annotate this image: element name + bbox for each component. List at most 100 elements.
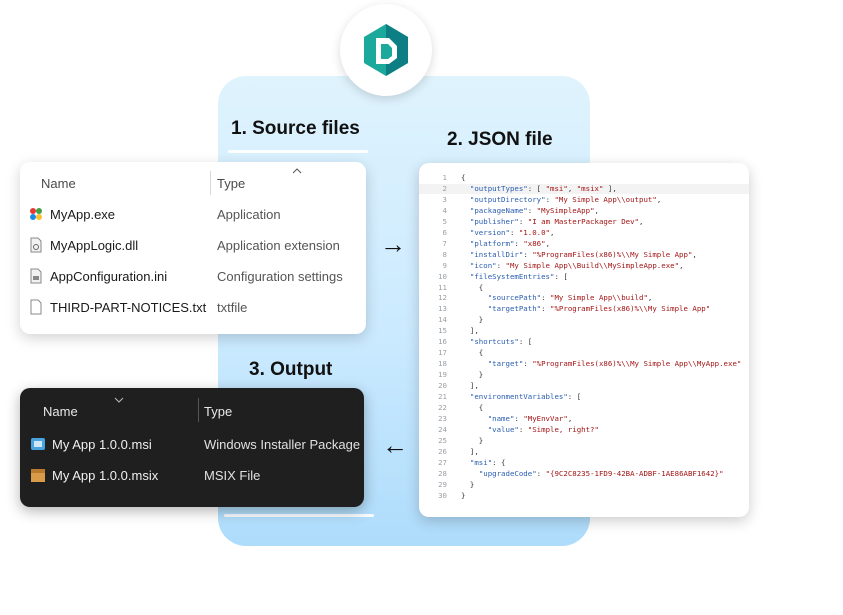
- line-number: 2: [442, 183, 447, 193]
- line-number: 21: [438, 392, 447, 401]
- column-separator[interactable]: [198, 398, 199, 422]
- code-line: 21 "environmentVariables": [: [419, 392, 749, 402]
- code-line: 3 "outputDirectory": "My Simple App\\out…: [419, 195, 749, 205]
- file-row[interactable]: AppConfiguration.ini Configuration setti…: [20, 263, 366, 289]
- code-text: "value": "Simple, right?": [487, 424, 599, 434]
- code-line: 5 "publisher": "I am MasterPackager Dev"…: [419, 217, 749, 227]
- line-number: 25: [438, 435, 447, 445]
- underline-decoration: [228, 150, 368, 153]
- line-number: 11: [438, 282, 447, 292]
- code-line: 12 "sourcePath": "My Simple App\\build",: [419, 293, 749, 303]
- arrow-left-icon: ←: [382, 430, 408, 460]
- line-number: 15: [438, 326, 447, 336]
- line-number: 12: [438, 293, 447, 303]
- code-line: 28 "upgradeCode": "{9C2C8235-1FD9-42BA-A…: [419, 469, 749, 479]
- code-line: 18 "target": "%ProgramFiles(x86)%\\My Si…: [419, 359, 749, 369]
- code-text: }: [461, 479, 475, 489]
- line-number: 3: [442, 194, 447, 204]
- file-row[interactable]: MyAppLogic.dll Application extension: [20, 232, 366, 258]
- line-number: 10: [438, 271, 447, 281]
- logo-icon: [364, 24, 408, 76]
- code-line: 2 "outputTypes": [ "msi", "msix" ],: [419, 183, 749, 195]
- file-type: Configuration settings: [217, 268, 343, 284]
- code-line: 23 "name": "MyEnvVar",: [419, 414, 749, 424]
- line-number: 16: [438, 337, 447, 347]
- code-text: "platform": "x86",: [469, 238, 551, 248]
- column-header-type[interactable]: Type: [204, 404, 233, 419]
- column-separator[interactable]: [210, 171, 211, 195]
- line-number: 18: [438, 359, 447, 369]
- txt-icon: [28, 299, 44, 315]
- exe-icon: [28, 206, 44, 222]
- code-text: "environmentVariables": [: [469, 392, 582, 401]
- line-number: 1: [442, 173, 447, 182]
- arrow-right-icon: →: [380, 229, 406, 259]
- code-text: ],: [461, 326, 479, 336]
- code-line: 25 }: [419, 436, 749, 446]
- column-header-type[interactable]: Type: [217, 176, 246, 191]
- code-line: 22 {: [419, 403, 749, 413]
- code-line: 11 {: [419, 283, 749, 293]
- line-number: 13: [438, 304, 447, 314]
- code-text: }: [461, 315, 484, 325]
- file-row[interactable]: THIRD-PART-NOTICES.txt txtfile: [20, 294, 366, 320]
- code-text: ],: [461, 446, 479, 456]
- file-name: AppConfiguration.ini: [50, 268, 168, 284]
- code-line: 14 }: [419, 315, 749, 325]
- code-line: 27 "msi": {: [419, 458, 749, 468]
- file-type: MSIX File: [204, 467, 261, 483]
- line-number: 5: [442, 216, 447, 226]
- file-type: Application: [217, 206, 281, 222]
- line-number: 20: [438, 381, 447, 391]
- line-number: 14: [438, 315, 447, 325]
- code-text: "icon": "My Simple App\\Build\\MySimpleA…: [469, 260, 684, 270]
- column-header-name[interactable]: Name: [43, 404, 78, 419]
- line-number: 29: [438, 479, 447, 489]
- line-number: 24: [438, 424, 447, 434]
- dll-icon: [28, 237, 44, 253]
- line-number: 19: [438, 370, 447, 380]
- line-number: 30: [438, 490, 447, 500]
- code-line: 29 }: [419, 480, 749, 490]
- line-number: 23: [438, 413, 447, 423]
- source-files-explorer: Name Type MyApp.exe Application MyAppLog…: [20, 162, 366, 334]
- file-type: Application extension: [217, 237, 340, 253]
- code-text: {: [461, 348, 484, 358]
- line-number: 22: [438, 402, 447, 412]
- code-text: }: [461, 490, 466, 500]
- code-text: "packageName": "MySimpleApp",: [469, 205, 599, 215]
- file-name: My App 1.0.0.msix: [52, 467, 159, 483]
- code-text: "shortcuts": [: [469, 337, 533, 347]
- code-text: {: [461, 173, 466, 182]
- code-text: }: [461, 370, 484, 380]
- code-line: 26 ],: [419, 447, 749, 457]
- code-text: "installDir": "%ProgramFiles(x86)%\\My S…: [469, 249, 697, 259]
- file-row[interactable]: My App 1.0.0.msix MSIX File: [20, 462, 364, 488]
- msix-icon: [30, 467, 46, 483]
- code-line: 19 }: [419, 370, 749, 380]
- code-text: "target": "%ProgramFiles(x86)%\\My Simpl…: [487, 359, 742, 369]
- line-number: 7: [442, 238, 447, 248]
- file-row[interactable]: My App 1.0.0.msi Windows Installer Packa…: [20, 431, 364, 457]
- code-line: 24 "value": "Simple, right?": [419, 425, 749, 435]
- line-number: 6: [442, 227, 447, 237]
- file-row[interactable]: MyApp.exe Application: [20, 201, 366, 227]
- code-text: "targetPath": "%ProgramFiles(x86)%\\My S…: [487, 304, 711, 314]
- code-line: 15 ],: [419, 326, 749, 336]
- json-code-editor: 1{2 "outputTypes": [ "msi", "msix" ],3 "…: [419, 163, 749, 517]
- output-files-explorer: Name Type My App 1.0.0.msi Windows Insta…: [20, 388, 364, 507]
- file-name: THIRD-PART-NOTICES.txt: [50, 299, 207, 315]
- code-line: 7 "platform": "x86",: [419, 239, 749, 249]
- code-text: "fileSystemEntries": [: [469, 271, 568, 281]
- code-text: "publisher": "I am MasterPackager Dev",: [469, 216, 644, 226]
- code-text: ],: [461, 381, 479, 391]
- app-logo: [340, 4, 432, 96]
- code-line: 10 "fileSystemEntries": [: [419, 272, 749, 282]
- code-line: 1{: [419, 173, 749, 183]
- code-text: "outputDirectory": "My Simple App\\outpu…: [469, 194, 662, 204]
- file-name: MyApp.exe: [50, 206, 116, 222]
- code-text: "msi": {: [469, 457, 506, 467]
- code-line: 20 ],: [419, 381, 749, 391]
- line-number: 4: [442, 205, 447, 215]
- column-header-name[interactable]: Name: [41, 176, 76, 191]
